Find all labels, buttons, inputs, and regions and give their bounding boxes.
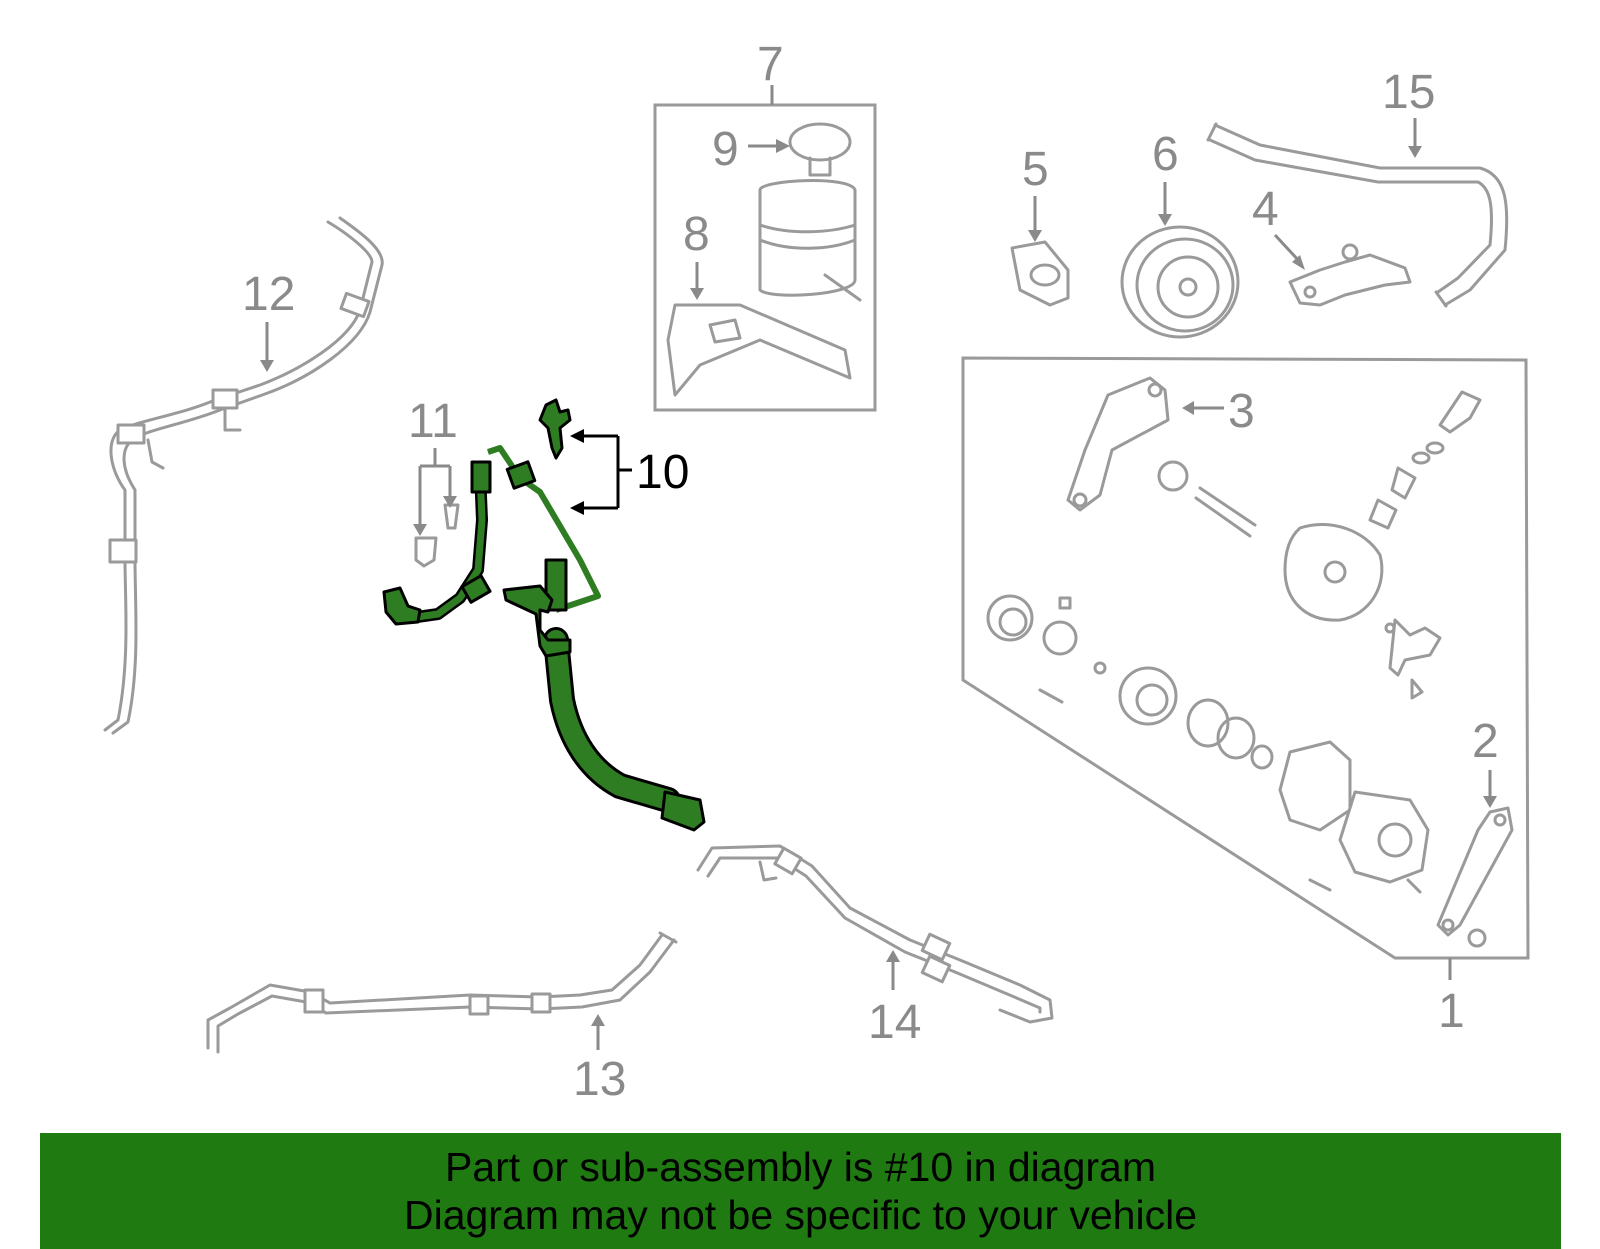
callout-9: 9 <box>712 123 790 176</box>
callout-13: 13 <box>573 1014 626 1106</box>
pump-internals[interactable] <box>986 390 1482 894</box>
part-13-return-line[interactable] <box>206 931 678 1054</box>
part-14-cooler-line[interactable] <box>696 844 1054 1024</box>
svg-text:5: 5 <box>1022 143 1049 196</box>
svg-text:14: 14 <box>868 996 921 1049</box>
callout-7: 7 <box>757 38 784 91</box>
group-1-box <box>961 356 1530 980</box>
callout-12: 12 <box>242 268 295 372</box>
info-banner: Part or sub-assembly is #10 in diagram D… <box>40 1133 1561 1249</box>
svg-text:8: 8 <box>683 208 710 261</box>
svg-text:13: 13 <box>573 1053 626 1106</box>
callout-6: 6 <box>1152 128 1179 226</box>
part-15-suction-hose[interactable] <box>1206 122 1509 308</box>
callout-5: 5 <box>1022 143 1049 242</box>
svg-text:15: 15 <box>1382 66 1435 119</box>
part-6-pulley[interactable] <box>1120 225 1240 339</box>
part-11-fittings[interactable] <box>414 503 460 568</box>
info-banner-line-2: Diagram may not be specific to your vehi… <box>403 1192 1197 1238</box>
callout-4: 4 <box>1252 183 1305 270</box>
part-4-bracket[interactable] <box>1288 243 1412 307</box>
svg-text:3: 3 <box>1228 385 1255 438</box>
callout-14: 14 <box>868 950 921 1049</box>
group-7-box <box>653 85 877 412</box>
svg-text:6: 6 <box>1152 128 1179 181</box>
svg-text:2: 2 <box>1472 715 1499 768</box>
info-banner-line-1: Part or sub-assembly is #10 in diagram <box>445 1144 1156 1190</box>
callout-11: 11 <box>408 395 458 536</box>
svg-text:4: 4 <box>1252 183 1279 236</box>
callout-1: 1 <box>1438 985 1465 1038</box>
svg-text:1: 1 <box>1438 985 1465 1038</box>
part-8-bracket[interactable] <box>666 303 852 397</box>
part-2-bracket[interactable] <box>1436 806 1514 948</box>
svg-text:10: 10 <box>636 446 689 499</box>
callout-10: 10 <box>570 429 689 515</box>
part-10-pressure-hose[interactable] <box>382 398 706 832</box>
part-3-bracket[interactable] <box>1066 376 1170 512</box>
callout-15: 15 <box>1382 66 1435 158</box>
callout-3: 3 <box>1182 385 1255 438</box>
svg-text:11: 11 <box>408 395 458 448</box>
callout-8: 8 <box>683 208 710 300</box>
svg-text:7: 7 <box>757 38 784 91</box>
callout-2: 2 <box>1472 715 1499 808</box>
svg-text:9: 9 <box>712 123 739 176</box>
part-12-hose[interactable] <box>103 216 384 735</box>
part-9-cap[interactable] <box>788 122 852 177</box>
part-7-reservoir[interactable] <box>758 179 862 302</box>
svg-text:12: 12 <box>242 268 295 321</box>
part-5-pulley-shield[interactable] <box>1010 240 1070 307</box>
